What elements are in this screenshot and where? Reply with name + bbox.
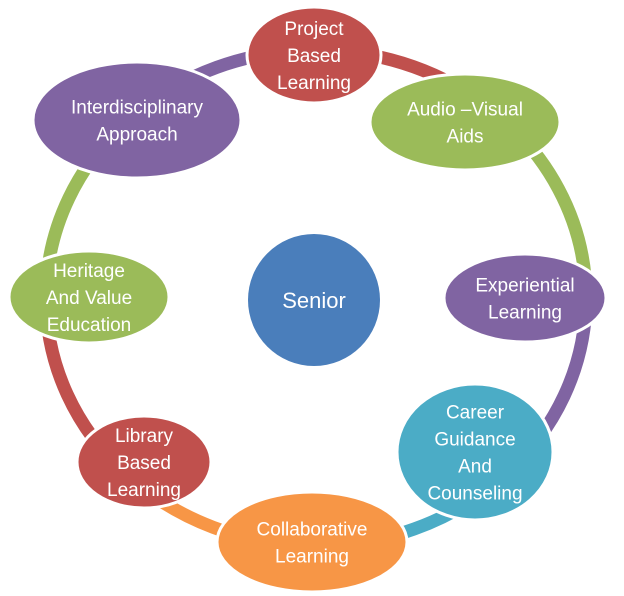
node-experiential-learning-label-line: Learning [488,303,562,324]
node-audio-visual-aids-label-line: Audio –Visual [407,100,523,121]
node-career-guidance-and-counseling-label-line: Counseling [427,484,522,505]
node-audio-visual-aids-label-line: Aids [447,127,484,148]
node-project-based-learning-label-line: Learning [277,73,351,94]
node-audio-visual-aids-ellipse [368,72,562,172]
node-experiential-learning-ellipse [442,252,608,344]
node-interdisciplinary-approach-label-line: Approach [96,125,177,146]
node-collaborative-learning-label-line: Collaborative [257,520,368,541]
node-heritage-and-value-education-label-line: Education [47,315,132,336]
node-career-guidance-and-counseling-label-line: Guidance [434,430,515,451]
node-career-guidance-and-counseling-ellipse [395,382,555,522]
node-heritage-and-value-education-label-line: And Value [46,288,132,309]
node-library-based-learning-ellipse [75,414,213,510]
node-library-based-learning-label-line: Based [117,453,171,474]
node-interdisciplinary-approach-label-line: Interdisciplinary [71,98,203,119]
center-label: Senior [282,288,346,313]
node-collaborative-learning-ellipse [215,490,409,594]
node-project-based-learning-label-line: Project [284,19,344,40]
node-interdisciplinary-approach-ellipse [31,60,243,180]
node-heritage-and-value-education-ellipse [7,249,171,345]
center-circle [248,234,380,366]
node-library-based-learning-label-line: Learning [107,480,181,501]
center-group: Senior [248,234,380,366]
node-heritage-and-value-education-label-line: Heritage [53,261,125,282]
node-project-based-learning-label-line: Based [287,46,341,67]
node-career-guidance-and-counseling-label-line: Career [446,403,505,424]
node-career-guidance-and-counseling-label-line: And [458,457,492,478]
node-collaborative-learning-label-line: Learning [275,547,349,568]
node-library-based-learning-label-line: Library [115,426,174,447]
node-experiential-learning-label-line: Experiential [475,276,574,297]
node-project-based-learning-ellipse [245,5,383,105]
